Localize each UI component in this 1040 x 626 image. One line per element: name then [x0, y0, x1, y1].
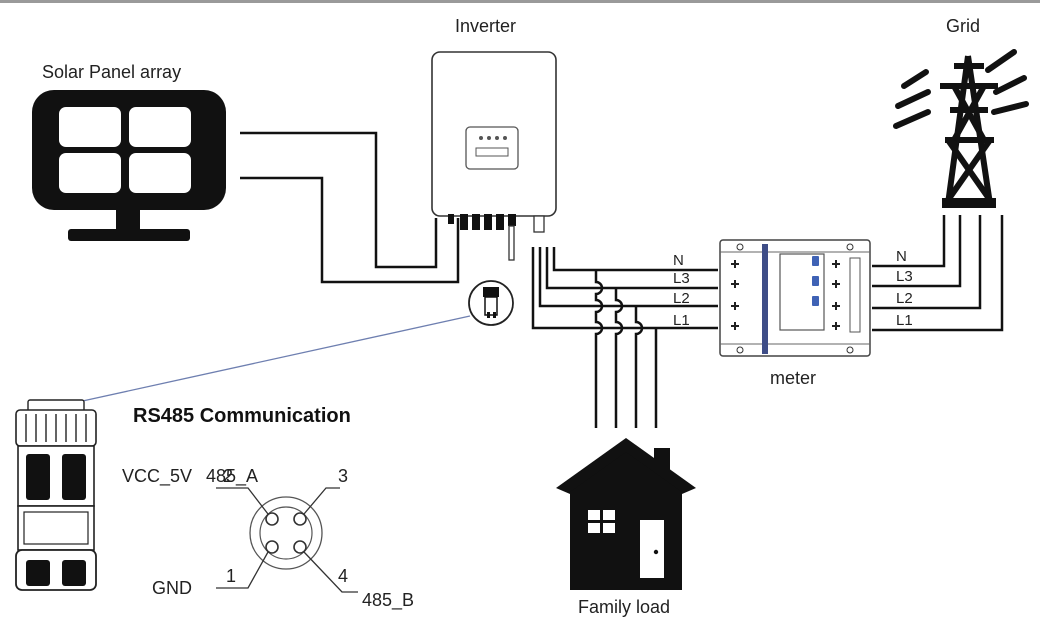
inverter-icon	[431, 51, 557, 261]
meter-in-n-label: N	[673, 252, 684, 269]
ac-wires	[531, 247, 718, 330]
pin-gnd-label: GND	[152, 578, 192, 598]
rs485-pinout	[216, 487, 358, 593]
rs485-title: RS485 Communication	[133, 405, 351, 427]
meter-icon	[719, 239, 871, 357]
meter-out-l3-label: L3	[896, 268, 913, 285]
meter-in-l3-label: L3	[673, 270, 690, 287]
meter-out-l1-label: L1	[896, 312, 913, 329]
meter-out-n-label: N	[896, 248, 907, 265]
pin-4-number: 4	[338, 566, 349, 586]
house-icon	[556, 438, 696, 590]
meter-out-l2-label: L2	[896, 290, 913, 307]
pin-3-number: 3	[338, 466, 349, 486]
meter-in-l2-label: L2	[673, 290, 690, 307]
meter-label: meter	[770, 368, 817, 388]
power-tower-icon	[893, 49, 1029, 208]
pin-2-number: 2	[223, 466, 234, 486]
pin-1-number: 1	[226, 566, 237, 586]
top-border	[0, 0, 1040, 3]
rs485-callout	[77, 280, 514, 403]
pin-485b-label: 485_B	[362, 590, 415, 610]
solar-panel-icon	[32, 90, 226, 241]
inverter-label: Inverter	[455, 16, 517, 36]
pin-vcc-label: VCC_5V	[122, 466, 193, 486]
family-load-label: Family load	[578, 597, 671, 617]
meter-in-l1-label: L1	[673, 312, 690, 329]
rs485-plug-icon	[15, 399, 97, 591]
grid-wires	[872, 215, 1004, 332]
load-drop-wires	[594, 270, 658, 428]
dc-wires	[240, 131, 460, 284]
pin-485a-label: 485_A	[206, 466, 259, 486]
solar-panel-label: Solar Panel array	[42, 62, 182, 82]
grid-label: Grid	[946, 16, 981, 36]
